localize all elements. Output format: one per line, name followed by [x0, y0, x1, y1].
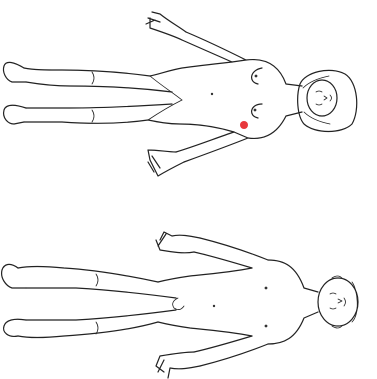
male-hand-top	[156, 232, 200, 253]
female-hand-top	[146, 12, 186, 40]
male-torso-bottom-edge	[158, 322, 252, 336]
female-pelvis-line-a	[150, 76, 182, 100]
female-eye-left	[316, 91, 322, 92]
female-foot-lower	[4, 105, 26, 124]
female-nipple-upper	[255, 75, 258, 78]
female-foot-upper	[3, 62, 26, 82]
female-figure	[3, 12, 356, 176]
male-neck-lower	[268, 312, 318, 344]
female-mouth	[330, 95, 332, 101]
female-breast-marker	[240, 121, 248, 129]
female-upper-arm-bottom	[182, 40, 232, 62]
male-lower-arm-top	[194, 336, 252, 352]
male-leg-upper-bottom	[26, 288, 176, 298]
male-lower-arm-bottom	[200, 344, 268, 366]
male-leg-lower-top	[26, 310, 176, 320]
male-figure	[2, 232, 358, 378]
male-eye-left	[330, 293, 336, 294]
female-hand-bottom	[148, 150, 184, 176]
female-knee-upper	[92, 72, 94, 84]
male-foot-lower	[4, 319, 26, 336]
female-torso-top-edge	[150, 62, 232, 76]
male-leg-lower-bottom	[18, 322, 158, 338]
male-navel	[213, 305, 215, 307]
male-nipple-lower	[265, 325, 268, 328]
male-mouth	[344, 298, 346, 306]
female-nipple-lower	[254, 109, 257, 112]
female-hair-outline	[298, 70, 357, 131]
male-nose	[338, 299, 342, 303]
female-lower-arm-bottom	[184, 138, 248, 162]
male-leg-upper-top	[18, 267, 158, 283]
male-torso-top-edge	[158, 268, 252, 282]
male-hand-bottom	[156, 352, 200, 378]
female-leg-lower-bottom	[24, 120, 148, 123]
female-torso-bottom-edge	[148, 120, 234, 132]
male-eye-right	[330, 308, 336, 309]
female-breast-lower	[252, 104, 262, 118]
female-head	[298, 70, 357, 131]
female-leg-upper-bottom	[26, 82, 172, 92]
male-knee-upper	[96, 274, 98, 286]
female-face	[307, 80, 337, 116]
female-neck-upper	[232, 60, 302, 86]
male-face	[318, 278, 358, 326]
female-navel	[211, 93, 213, 95]
male-nipple-upper	[265, 287, 268, 290]
male-upper-arm-top	[200, 238, 268, 260]
male-neck-upper	[268, 260, 318, 292]
male-foot-upper	[2, 264, 26, 288]
female-leg-upper-top	[24, 68, 150, 76]
male-upper-arm-bottom	[194, 252, 252, 268]
female-leg-lower-top	[26, 104, 172, 108]
male-head	[318, 276, 358, 328]
female-knee-lower	[92, 110, 94, 122]
female-lower-arm-top	[176, 132, 234, 152]
male-knee-lower	[96, 322, 98, 334]
female-pelvis-line-b	[148, 100, 182, 120]
female-eye-right	[316, 104, 322, 105]
male-groin	[173, 298, 184, 310]
female-nose	[324, 96, 327, 100]
